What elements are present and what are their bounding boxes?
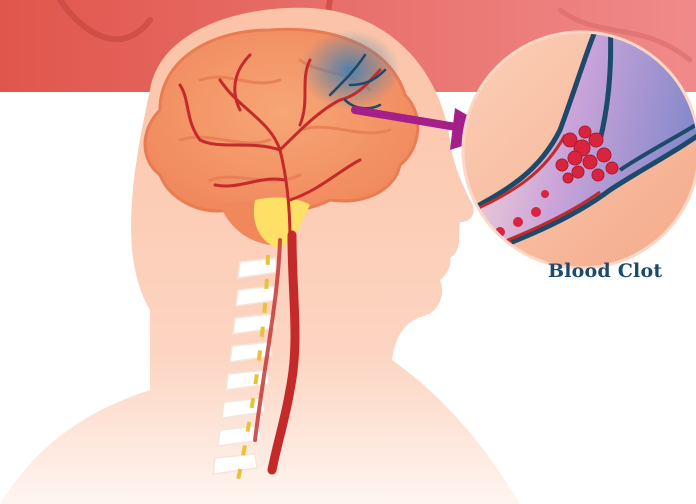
blood-clot-label: Blood Clot xyxy=(548,260,662,282)
